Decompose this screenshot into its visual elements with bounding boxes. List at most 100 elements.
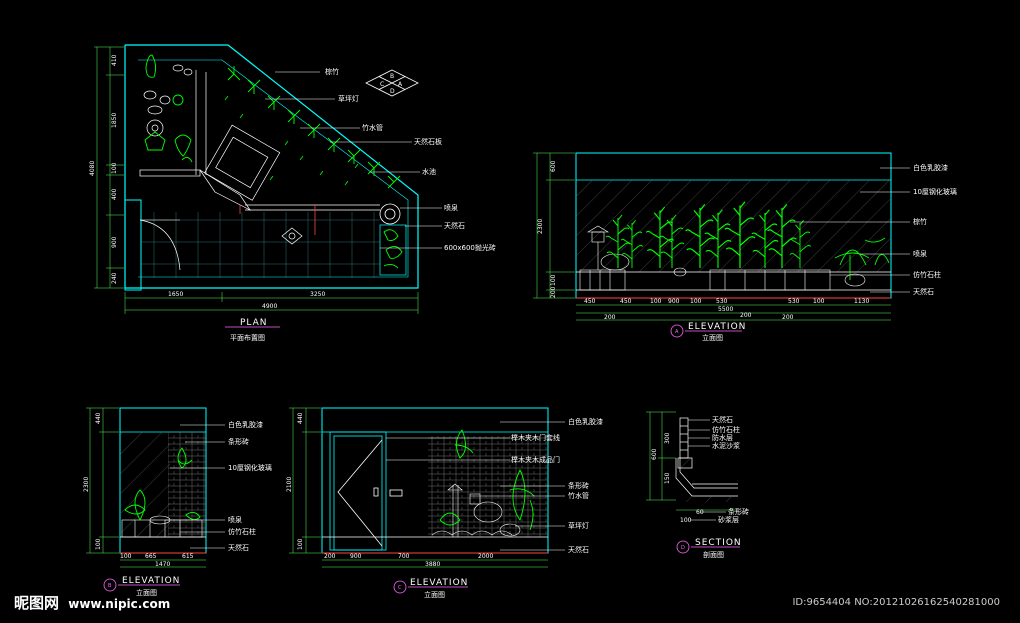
- plan-label-4: 天然石板: [414, 137, 442, 146]
- sec-d-dim-left-1: 300: [664, 432, 671, 444]
- elev-a-label-3: 棕竹: [913, 217, 927, 226]
- sec-d-dim-left-2: 600: [651, 448, 658, 460]
- sec-d-label-6: 砂浆层: [718, 515, 739, 524]
- elev-c-dim-total: 3880: [425, 561, 440, 568]
- svg-text:B: B: [390, 73, 394, 80]
- plan-title: PLAN: [240, 318, 268, 328]
- plan-dim-left-5: 900: [111, 236, 118, 248]
- elev-a-dim-row2-4: 200: [782, 314, 794, 321]
- watermark-url: www.nipic.com: [68, 597, 171, 611]
- elev-c-subtitle: 立面图: [424, 590, 445, 599]
- elev-a-dim-bottom-1: 450: [584, 298, 596, 305]
- elev-a-dim-bottom-5: 100: [690, 298, 702, 305]
- elev-b-label-2: 条形砖: [228, 437, 249, 446]
- sec-d-label-1: 天然石: [712, 415, 733, 424]
- elev-a-dim-left-2: 2300: [537, 219, 544, 234]
- elev-a-label-4: 喷泉: [913, 249, 927, 258]
- elev-b-title: ELEVATION: [122, 576, 180, 586]
- elev-b-label-1: 白色乳胶漆: [228, 420, 263, 429]
- sec-d-dim-left-3: 150: [664, 472, 671, 484]
- svg-text:C: C: [380, 81, 384, 88]
- plan-dim-left-4: 400: [111, 188, 118, 200]
- elev-b-dim-left-2: 2300: [83, 477, 90, 492]
- elevation-c-tag: [393, 580, 407, 594]
- watermark: 昵图网 www.nipic.com: [14, 592, 170, 613]
- elev-a-label-6: 天然石: [913, 287, 934, 296]
- elev-c-label-7: 天然石: [568, 545, 589, 554]
- elev-a-dim-row2-1: 200: [604, 314, 616, 321]
- elev-b-label-3: 10厘钢化玻璃: [228, 463, 272, 472]
- plan-label-6: 喷泉: [444, 203, 458, 212]
- floor-tiles: [140, 212, 380, 278]
- elev-b-dim-left-3: 100: [95, 538, 102, 550]
- key-plan-diamond: [365, 69, 419, 97]
- elev-a-dim-row2-3: 200: [740, 312, 752, 319]
- plan-view: BC AD: [94, 44, 442, 328]
- elev-a-dim-left-4: 200: [550, 286, 557, 298]
- section-d: [646, 411, 740, 554]
- elev-a-dim-bottom-7: 530: [788, 298, 800, 305]
- plan-dim-left-3: 100: [111, 162, 118, 174]
- plan-dim-left-6: 240: [111, 272, 118, 284]
- plan-label-3: 竹水管: [362, 123, 383, 132]
- plan-dim-bottom-1: 1650: [168, 291, 183, 298]
- elev-b-dim-left-1: 440: [95, 412, 102, 424]
- elev-a-dim-bottom-8: 100: [813, 298, 825, 305]
- elev-a-dim-bottom-3: 100: [650, 298, 662, 305]
- elev-a-dim-bottom-6: 530: [716, 298, 728, 305]
- plan-dim-bottom-2: 3250: [310, 291, 325, 298]
- fountain-symbol: [379, 203, 401, 225]
- plan-dim-total: 4080: [89, 161, 96, 176]
- elev-c-dim-bottom-2: 900: [350, 553, 362, 560]
- elev-c-title: ELEVATION: [410, 578, 468, 588]
- elevation-c: [289, 407, 565, 594]
- section-d-tag: [676, 540, 690, 554]
- elevation-b-tag: [103, 578, 117, 592]
- svg-text:D: D: [390, 88, 395, 95]
- sec-d-tag-letter: D: [681, 545, 685, 551]
- elev-a-label-1: 白色乳胶漆: [913, 163, 948, 172]
- elev-b-label-5: 仿竹石柱: [228, 527, 256, 536]
- elev-b-dim-bottom-3: 615: [182, 553, 194, 560]
- sec-d-dim-bottom-2: 60: [696, 509, 704, 516]
- plan-label-8: 600x600抛光砖: [444, 243, 496, 252]
- elev-c-dim-left-1: 440: [297, 412, 304, 424]
- elev-b-label-6: 天然石: [228, 543, 249, 552]
- elev-a-dim-left-3: 100: [550, 274, 557, 286]
- sec-d-dim-bottom-1: 100: [680, 517, 692, 524]
- plan-label-2: 草坪灯: [338, 94, 359, 103]
- elev-a-label-2: 10厘钢化玻璃: [913, 187, 957, 196]
- elev-c-label-3: 榉木夹木成品门: [511, 455, 560, 464]
- elev-c-dim-bottom-3: 700: [398, 553, 410, 560]
- elev-b-subtitle: 立面图: [136, 588, 157, 597]
- door: [329, 431, 403, 551]
- elev-a-subtitle: 立面图: [702, 333, 723, 342]
- image-id: ID:9654404 NO:20121026162540281000: [792, 597, 1000, 608]
- plan-dim-left-2: 1850: [111, 113, 118, 128]
- elev-a-dim-row2-2: 5500: [718, 306, 733, 313]
- watermark-logo: 昵图网: [14, 594, 60, 612]
- elev-c-label-5: 竹水管: [568, 491, 589, 500]
- elev-c-label-1: 白色乳胶漆: [568, 417, 603, 426]
- elev-c-dim-bottom-4: 2000: [478, 553, 493, 560]
- sec-d-label-3: 防水层: [712, 433, 733, 442]
- plan-dim-left-1: 410: [111, 54, 118, 66]
- sec-d-label-5: 条形砖: [728, 507, 749, 516]
- elev-b-dim-total: 1470: [155, 561, 170, 568]
- compass-symbol: [281, 227, 303, 245]
- sec-d-subtitle: 剖面图: [703, 550, 724, 559]
- elev-c-label-6: 草坪灯: [568, 521, 589, 530]
- elev-a-dim-left-1: 600: [550, 160, 557, 172]
- elev-c-dim-left-3: 100: [297, 538, 304, 550]
- plan-label-1: 棕竹: [325, 67, 339, 76]
- elev-c-dim-bottom-1: 200: [324, 553, 336, 560]
- elev-c-label-2: 榉木夹木门套线: [511, 433, 560, 442]
- elev-b-dim-bottom-2: 665: [145, 553, 157, 560]
- elev-a-dim-bottom-4: 900: [668, 298, 680, 305]
- elev-c-dim-left-2: 2100: [286, 477, 293, 492]
- sec-d-label-4: 水泥沙浆: [712, 441, 740, 450]
- elev-b-dim-bottom-1: 100: [120, 553, 132, 560]
- plan-dim-bottom-total: 4900: [262, 303, 277, 310]
- plan-label-5: 水池: [422, 167, 436, 176]
